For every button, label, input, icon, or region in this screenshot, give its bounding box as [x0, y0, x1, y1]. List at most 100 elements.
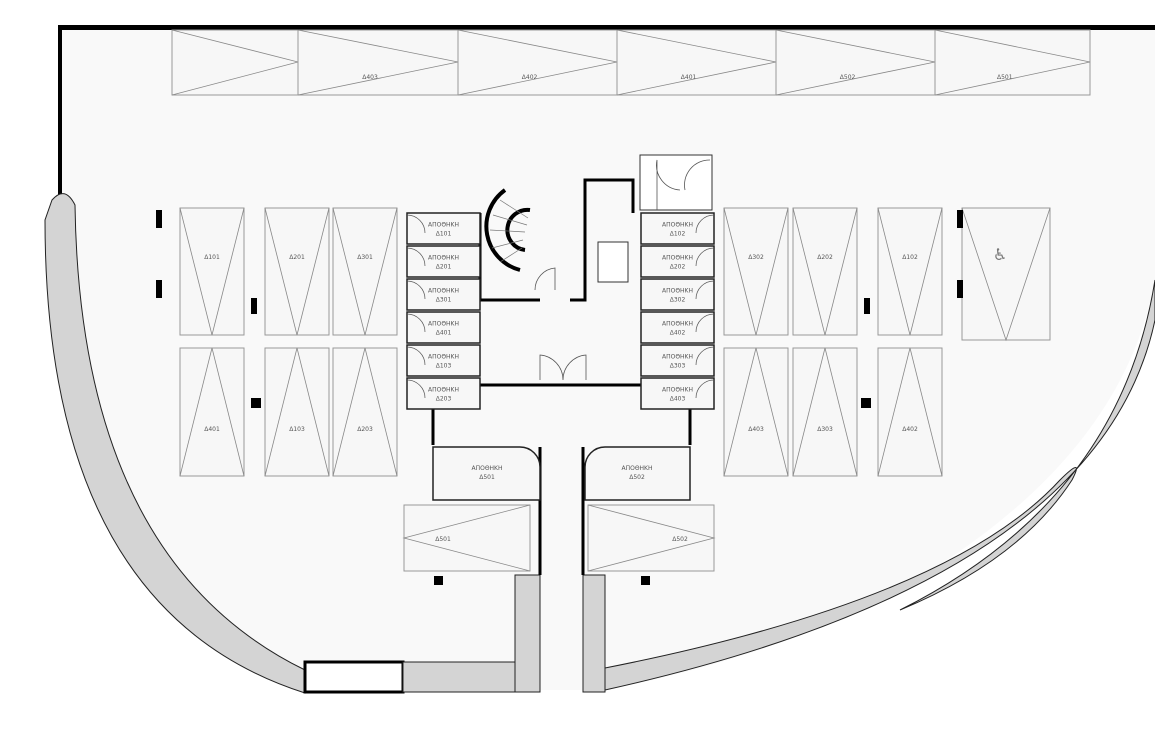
structural-column	[251, 398, 261, 408]
parking-label: Δ501	[997, 74, 1013, 81]
storage-title: ΑΠΟΘΗΚΗ	[662, 255, 693, 262]
structural-column	[957, 280, 963, 298]
storage-door	[695, 379, 715, 399]
storage-label: Δ501	[479, 474, 495, 481]
storage-door	[695, 247, 715, 267]
parking-diagonal	[792, 347, 858, 477]
structural-column	[864, 298, 870, 314]
parking-space	[934, 29, 1091, 96]
storage-title: ΑΠΟΘΗΚΗ	[662, 387, 693, 394]
floor-area	[60, 28, 1155, 690]
structural-column	[434, 576, 443, 585]
parking-label: Δ101	[204, 254, 220, 261]
parking-diagonal	[877, 347, 943, 477]
parking-diagonal	[332, 347, 398, 477]
parking-space	[792, 347, 858, 477]
parking-label: Δ402	[902, 426, 918, 433]
storage-door	[406, 214, 426, 234]
storage-door	[406, 379, 426, 399]
top-wall	[58, 25, 1155, 30]
storage-title: ΑΠΟΘΗΚΗ	[428, 387, 459, 394]
parking-diagonal	[179, 347, 245, 477]
storage-door	[695, 346, 715, 366]
storage-door	[406, 346, 426, 366]
parking-label: Δ202	[817, 254, 833, 261]
parking-diagonal	[934, 29, 1091, 96]
parking-space	[775, 29, 936, 96]
wheelchair-icon: ♿	[993, 245, 1007, 264]
storage-label: Δ201	[436, 264, 452, 271]
storage-label: Δ402	[670, 330, 686, 337]
parking-space	[723, 347, 789, 477]
storage-door	[406, 313, 426, 333]
right-curved-wall	[604, 279, 1155, 691]
structural-column	[641, 576, 650, 585]
parking-space	[877, 207, 943, 336]
parking-space	[403, 504, 531, 572]
parking-diagonal	[961, 207, 1051, 342]
left-wall	[58, 25, 62, 195]
parking-diagonal	[264, 347, 330, 477]
storage-door	[695, 313, 715, 333]
parking-label: Δ502	[840, 74, 856, 81]
parking-diagonal	[792, 207, 858, 336]
parking-label: Δ501	[435, 536, 451, 543]
elevator-lobby-door	[639, 154, 713, 211]
storage-door	[406, 247, 426, 267]
parking-label: Δ403	[748, 426, 764, 433]
elevator	[597, 241, 629, 283]
parking-label: Δ401	[681, 74, 697, 81]
corridor-wall-right	[582, 574, 606, 693]
parking-space	[332, 347, 398, 477]
parking-diagonal	[179, 207, 245, 336]
structural-column	[957, 210, 963, 228]
structural-column	[156, 210, 162, 228]
left-ramp-wall	[402, 661, 516, 693]
entrance-box	[303, 660, 405, 694]
storage-title: ΑΠΟΘΗΚΗ	[428, 354, 459, 361]
parking-label: Δ201	[289, 254, 305, 261]
parking-space	[264, 207, 330, 336]
storage-label: Δ403	[670, 396, 686, 403]
parking-space	[877, 347, 943, 477]
parking-diagonal	[723, 207, 789, 336]
storage-door	[406, 280, 426, 300]
storage-title: ΑΠΟΘΗΚΗ	[662, 354, 693, 361]
structural-column	[251, 298, 257, 314]
parking-space	[171, 29, 299, 96]
storage-room	[406, 278, 481, 311]
storage-label: Δ401	[436, 330, 452, 337]
parking-space	[587, 504, 715, 572]
parking-diagonal	[723, 347, 789, 477]
parking-label: Δ401	[204, 426, 220, 433]
storage-room	[640, 311, 715, 344]
storage-title: ΑΠΟΘΗΚΗ	[662, 222, 693, 229]
storage-title: ΑΠΟΘΗΚΗ	[621, 465, 652, 472]
storage-title: ΑΠΟΘΗΚΗ	[428, 288, 459, 295]
storage-label: Δ301	[436, 297, 452, 304]
storage-label: Δ101	[436, 231, 452, 238]
structural-column	[861, 398, 871, 408]
parking-diagonal	[587, 504, 716, 572]
entrance-double-door	[534, 159, 711, 381]
parking-label: Δ302	[748, 254, 764, 261]
parking-space	[723, 207, 789, 336]
storage-title: ΑΠΟΘΗΚΗ	[471, 465, 502, 472]
storage-title: ΑΠΟΘΗΚΗ	[428, 255, 459, 262]
storage-room	[406, 245, 481, 278]
storage-room	[640, 245, 715, 278]
parking-label: Δ502	[672, 536, 688, 543]
storage-title: ΑΠΟΘΗΚΗ	[662, 288, 693, 295]
parking-diagonal	[402, 504, 531, 572]
storage-label: Δ502	[629, 474, 645, 481]
storage-title: ΑΠΟΘΗΚΗ	[428, 321, 459, 328]
parking-diagonal	[332, 207, 398, 336]
storage-room	[584, 446, 691, 501]
parking-space	[616, 29, 777, 96]
storage-room	[640, 278, 715, 311]
parking-diagonal	[877, 207, 943, 336]
parking-space	[297, 29, 459, 96]
parking-space	[179, 347, 245, 477]
structural-column	[156, 280, 162, 298]
